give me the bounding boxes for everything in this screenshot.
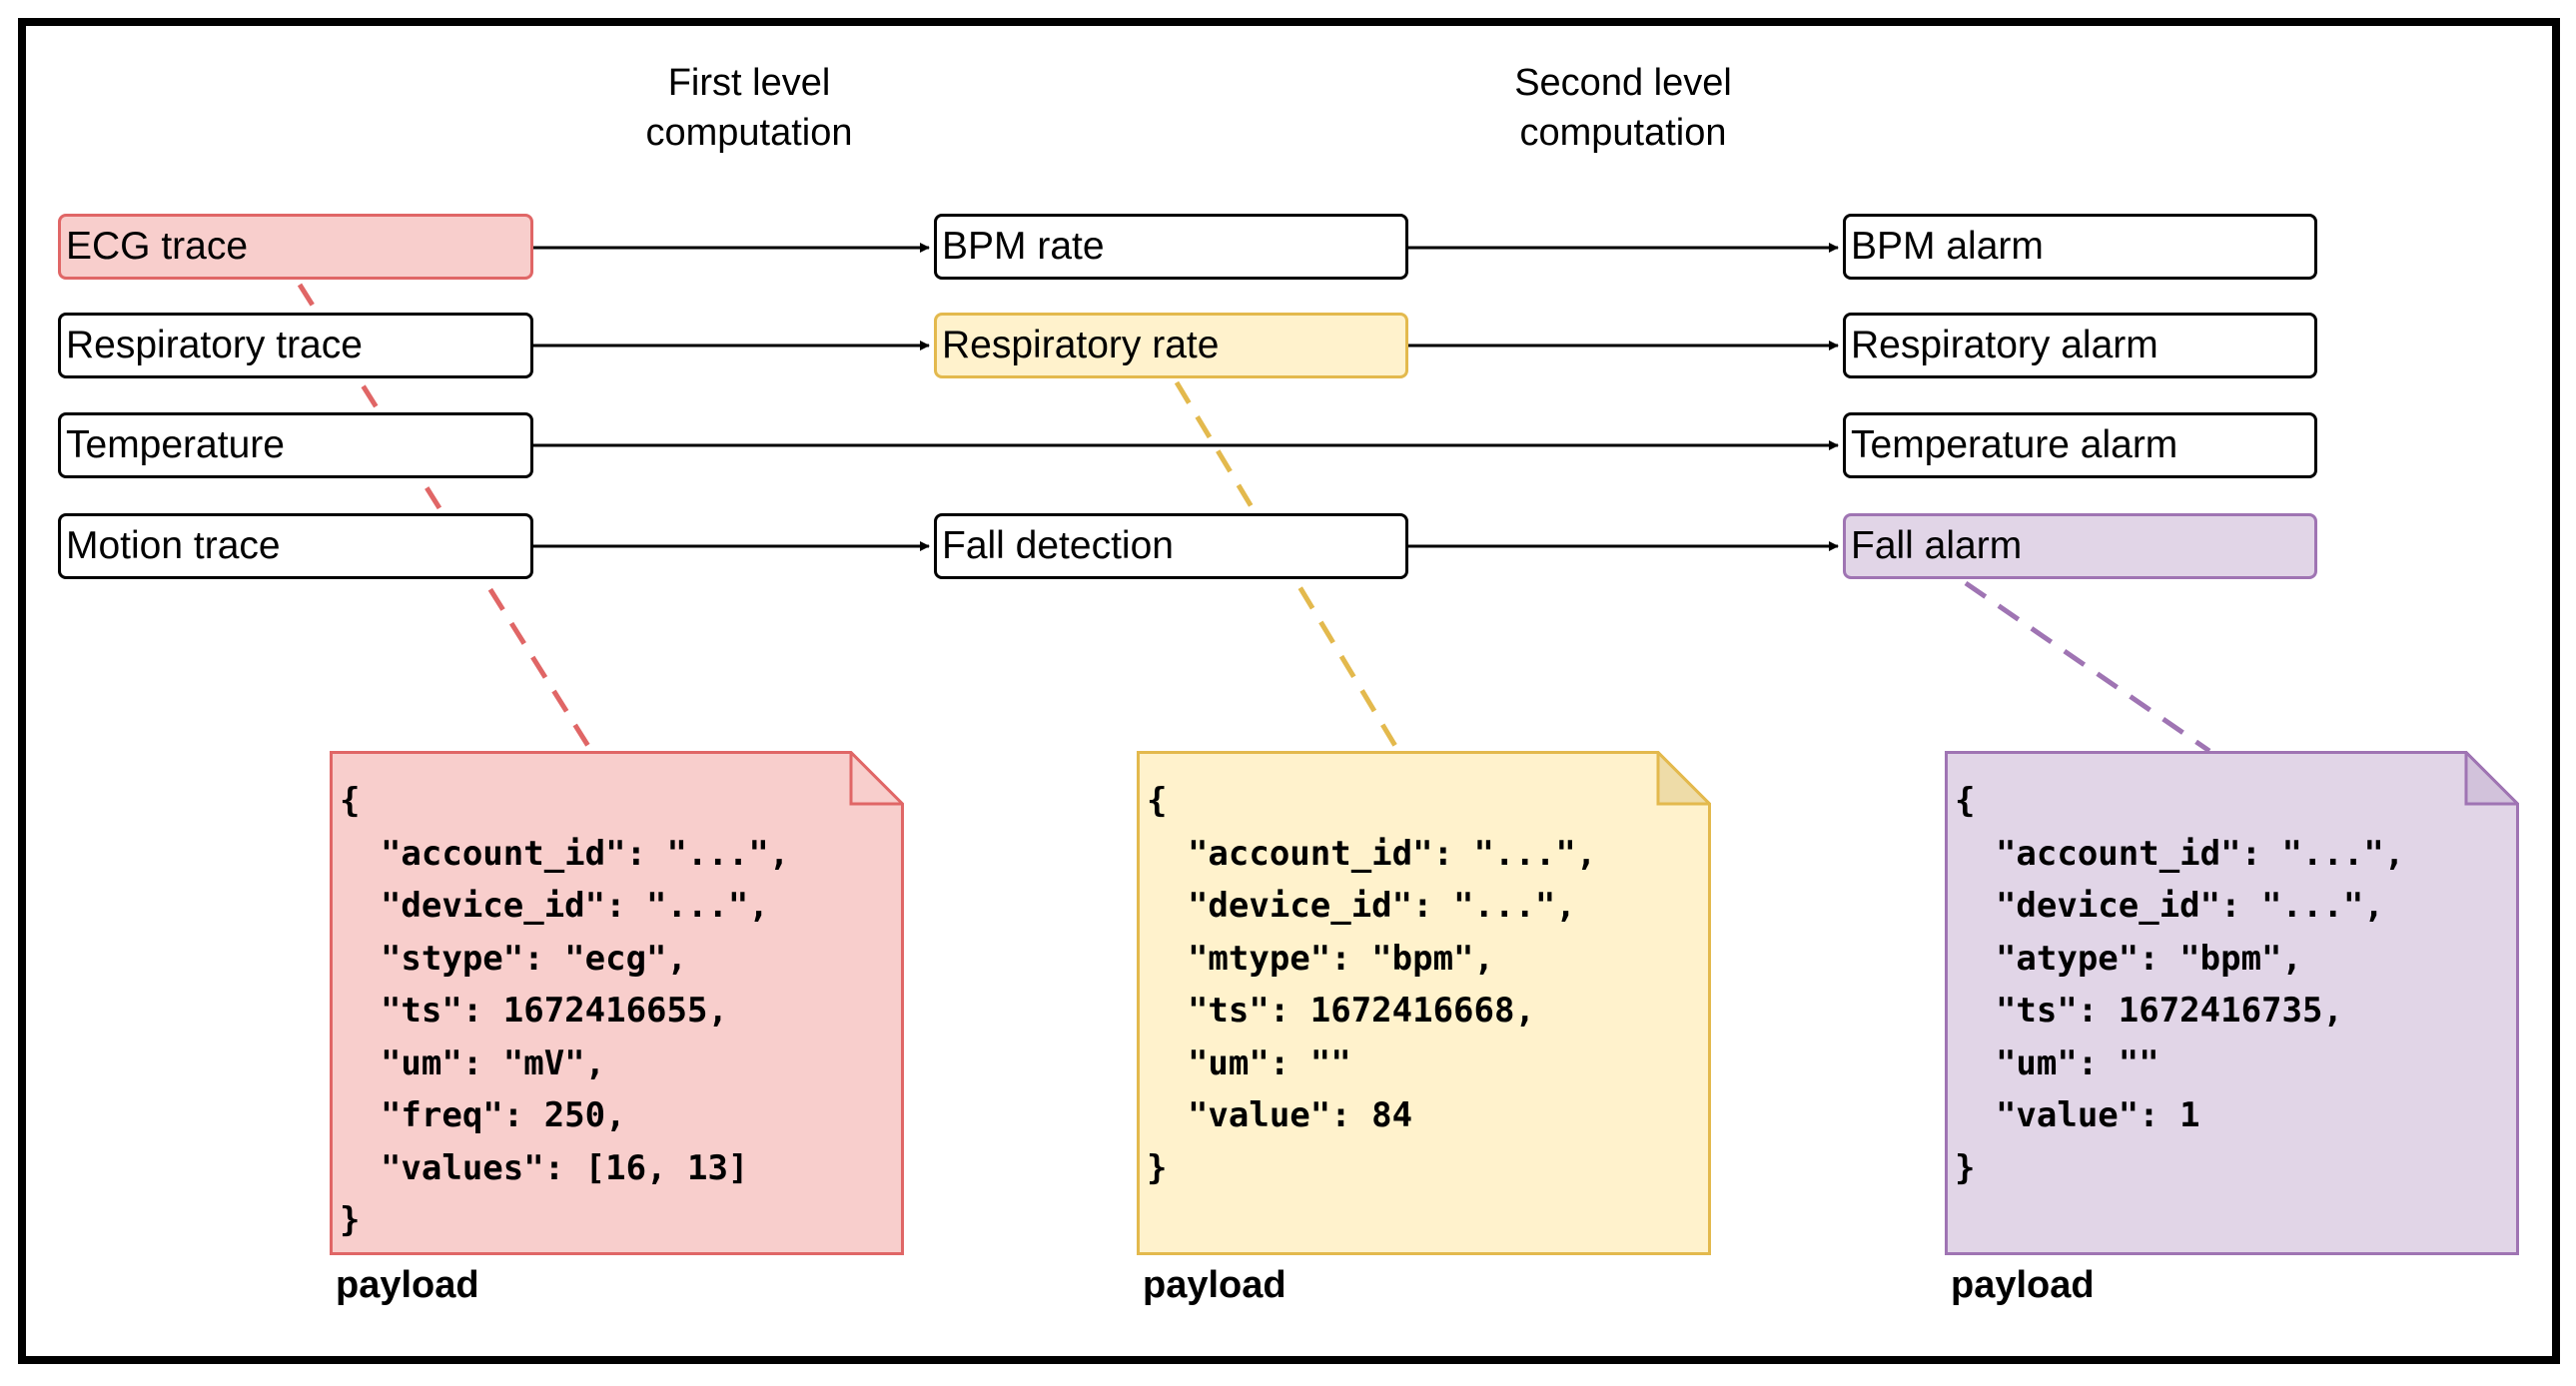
document-shape — [1137, 751, 1711, 1255]
node-respiratory-trace: Respiratory trace — [58, 313, 533, 378]
payload-json-alarm: { "account_id": "...", "device_id": "...… — [1955, 781, 2405, 1188]
payload-json-bpm: { "account_id": "...", "device_id": "...… — [1147, 781, 1597, 1188]
payload-caption-ecg: payload — [336, 1264, 479, 1306]
node-ecg-trace: ECG trace — [58, 214, 533, 280]
payload-caption-bpm: payload — [1143, 1264, 1287, 1306]
node-respiratory-rate: Respiratory rate — [934, 313, 1408, 378]
diagram-frame — [18, 18, 2560, 1364]
payload-caption-alarm: payload — [1951, 1264, 2095, 1306]
document-shape — [1945, 751, 2519, 1255]
node-respiratory-alarm: Respiratory alarm — [1843, 313, 2317, 378]
payload-document-ecg: { "account_id": "...", "device_id": "...… — [330, 751, 904, 1255]
payload-document-bpm: { "account_id": "...", "device_id": "...… — [1137, 751, 1711, 1255]
node-fall-detection: Fall detection — [934, 513, 1408, 579]
node-fall-alarm: Fall alarm — [1843, 513, 2317, 579]
payload-document-alarm: { "account_id": "...", "device_id": "...… — [1945, 751, 2519, 1255]
document-shape — [330, 751, 904, 1255]
node-temperature: Temperature — [58, 412, 533, 478]
callout-line-fall-alarm — [1964, 580, 2211, 754]
node-bpm-alarm: BPM alarm — [1843, 214, 2317, 280]
node-temperature-alarm: Temperature alarm — [1843, 412, 2317, 478]
node-motion-trace: Motion trace — [58, 513, 533, 579]
heading-second-level: Second level computation — [1514, 62, 1732, 154]
payload-json-ecg: { "account_id": "...", "device_id": "...… — [340, 781, 790, 1240]
heading-first-level: First level computation — [645, 62, 853, 154]
node-bpm-rate: BPM rate — [934, 214, 1408, 280]
